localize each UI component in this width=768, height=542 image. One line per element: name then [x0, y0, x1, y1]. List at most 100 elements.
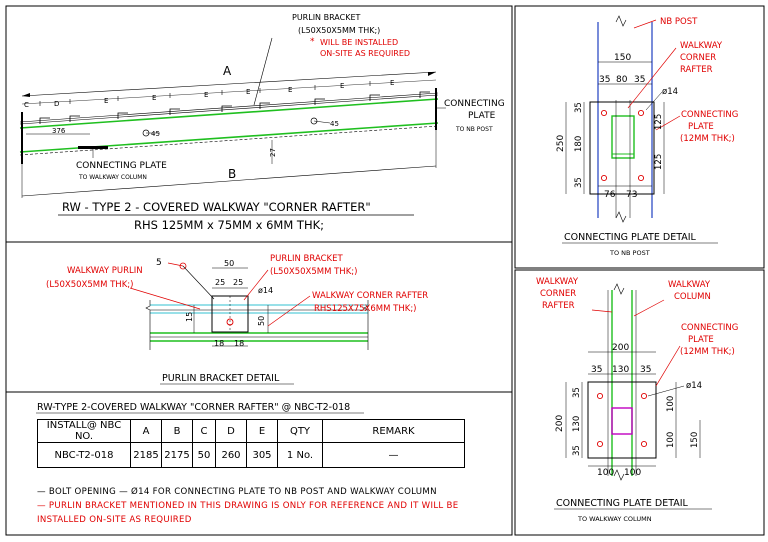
- main-title: RW - TYPE 2 - COVERED WALKWAY "CORNER RA…: [62, 200, 371, 214]
- col-dim-35d: 35: [572, 445, 582, 456]
- note-purlin-bracket-2: INSTALLED ON-SITE AS REQUIRED: [37, 515, 192, 525]
- main-connecting-plate-left: CONNECTING PLATE: [76, 161, 167, 171]
- col-header-a: A: [130, 419, 162, 443]
- cell-remark: —: [322, 442, 465, 468]
- cell-b: 2175: [161, 442, 193, 468]
- cell-a: 2185: [130, 442, 162, 468]
- purlin-dim-50v: 50: [257, 316, 266, 326]
- schedule-table-wrap: INSTALL@ NBC NO. A B C D E QTY REMARK NB…: [37, 419, 465, 468]
- nb-thk: (12MM THK;): [680, 134, 735, 144]
- purlin-dim-25b: 25: [233, 278, 243, 287]
- main-connecting-plate-right-1: CONNECTING: [444, 99, 505, 109]
- nb-dim-150: 150: [614, 53, 631, 63]
- column-drawing: [565, 283, 701, 481]
- col-dim-100a: 100: [666, 396, 676, 412]
- col-dim-100b: 100: [666, 432, 676, 448]
- nb-post-detail-frame: [514, 5, 765, 269]
- main-install-note-2: ON-SITE AS REQUIRED: [320, 49, 410, 58]
- nb-post-drawing: [565, 15, 681, 223]
- purlin-dim-14: ø14: [258, 286, 273, 295]
- col-dim-35c: 35: [572, 387, 582, 398]
- nb-rafter: RAFTER: [680, 65, 713, 75]
- main-connecting-plate-left-sub: TO WALKWAY COLUMN: [78, 174, 147, 181]
- main-dim-d: D: [54, 100, 59, 108]
- col-header-qty: QTY: [277, 419, 323, 443]
- main-install-star: *: [310, 37, 315, 47]
- table-row: NBC-T2-018 2185 2175 50 260 305 1 No. —: [37, 442, 465, 468]
- main-dim-e2: E: [152, 94, 156, 102]
- cell-install: NBC-T2-018: [37, 442, 131, 468]
- main-dim-b: B: [228, 167, 236, 181]
- col-walkway: WALKWAY: [536, 277, 579, 287]
- col-thk: (12MM THK;): [680, 347, 735, 357]
- col-header-d: D: [215, 419, 247, 443]
- purlin-dim-25a: 25: [215, 278, 225, 287]
- main-dim-e4: E: [246, 88, 250, 96]
- cell-d: 260: [215, 442, 247, 468]
- main-dim-a: A: [223, 64, 232, 78]
- purlin-walkway-purlin: WALKWAY PURLIN: [67, 266, 143, 276]
- nb-detail-subtitle: TO NB POST: [609, 249, 650, 257]
- purlin-bracket-size: (L50X50X5MM THK;): [270, 267, 357, 277]
- nb-dim-35c: 35: [574, 102, 584, 113]
- purlin-detail-title: PURLIN BRACKET DETAIL: [162, 373, 280, 384]
- schedule-heading: RW-TYPE 2-COVERED WALKWAY "CORNER RAFTER…: [37, 402, 350, 413]
- main-dim-e3: E: [204, 91, 208, 99]
- main-subtitle: RHS 125MM x 75MM x 6MM THK;: [134, 218, 324, 232]
- main-dim-45b: 45: [330, 120, 339, 128]
- col-rafter: RAFTER: [542, 301, 575, 311]
- purlin-detail-drawing: [129, 262, 369, 350]
- note-bolt-opening: — BOLT OPENING — Ø14 FOR CONNECTING PLAT…: [37, 487, 437, 497]
- main-dim-e6: E: [340, 82, 344, 90]
- cell-c: 50: [192, 442, 216, 468]
- schedule-table: INSTALL@ NBC NO. A B C D E QTY REMARK NB…: [37, 419, 465, 468]
- col-walkway2: WALKWAY: [668, 280, 711, 290]
- main-purlin-bracket-size: (L50X50X5MM THK;): [298, 26, 380, 35]
- col-connecting: CONNECTING: [681, 323, 738, 333]
- nb-detail-title: CONNECTING PLATE DETAIL: [564, 232, 697, 243]
- nb-post-label: NB POST: [660, 17, 698, 27]
- purlin-dim-50: 50: [224, 259, 234, 268]
- purlin-dim-15: 15: [185, 312, 194, 322]
- main-dim-376: 376: [52, 127, 66, 135]
- main-dim-e7: E: [390, 79, 394, 87]
- nb-plate: PLATE: [688, 122, 714, 132]
- column-detail-frame: [514, 269, 765, 536]
- col-column: COLUMN: [674, 292, 711, 302]
- col-dim-200v: 200: [555, 415, 565, 432]
- col-corner: CORNER: [540, 289, 576, 299]
- nb-dim-35b: 35: [634, 75, 645, 85]
- purlin-dim-18a: 18: [214, 339, 224, 348]
- purlin-corner-rafter-size: RHS125X75X6MM THK;): [314, 304, 417, 314]
- main-connecting-plate-right-2: PLATE: [468, 111, 496, 121]
- nb-dim-14: ø14: [662, 87, 678, 97]
- main-install-note-1: WILL BE INSTALLED: [320, 38, 398, 47]
- col-dim-100d: 100: [624, 468, 641, 478]
- main-dim-e1: E: [104, 97, 108, 105]
- col-dim-130: 130: [612, 365, 629, 375]
- col-dim-100c: 100: [597, 468, 614, 478]
- purlin-bracket-label: PURLIN BRACKET: [270, 254, 343, 264]
- col-header-c: C: [192, 419, 216, 443]
- main-dim-27: 27: [269, 148, 277, 157]
- schedule-frame: [5, 391, 513, 536]
- notes: — BOLT OPENING — Ø14 FOR CONNECTING PLAT…: [37, 485, 507, 527]
- col-header-b: B: [161, 419, 193, 443]
- main-dim-45a: 45: [151, 130, 160, 138]
- nb-dim-180: 180: [574, 136, 584, 152]
- cell-qty: 1 No.: [277, 442, 323, 468]
- main-dim-e5: E: [288, 86, 292, 94]
- nb-connecting: CONNECTING: [681, 110, 738, 120]
- col-plate: PLATE: [688, 335, 714, 345]
- col-dim-130v: 130: [572, 416, 582, 432]
- nb-corner: CORNER: [680, 53, 716, 63]
- nb-dim-73: 73: [626, 190, 637, 200]
- main-connecting-plate-right-sub: TO NB POST: [455, 126, 493, 133]
- purlin-walkway-purlin-size: (L50X50X5MM THK;): [46, 280, 133, 290]
- col-dim-150: 150: [690, 432, 700, 448]
- col-header-e: E: [246, 419, 278, 443]
- main-purlin-bracket-label: PURLIN BRACKET: [292, 13, 361, 22]
- nb-dim-125a: 125: [654, 114, 664, 130]
- nb-walkway: WALKWAY: [680, 41, 723, 51]
